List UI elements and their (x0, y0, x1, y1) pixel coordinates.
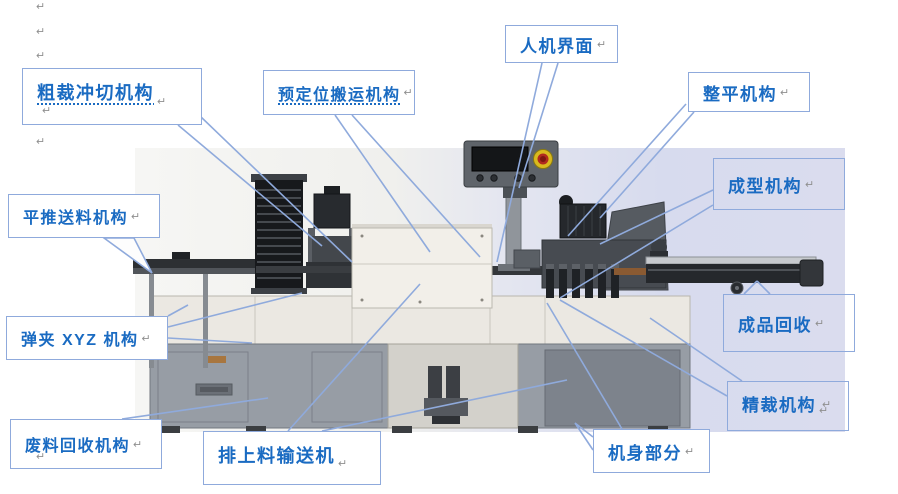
paragraph-mark: ↵ (36, 1, 46, 13)
paragraph-mark: ↵ (822, 399, 832, 411)
callout-flat-push-feeder[interactable]: 平推送料机构↵ (8, 194, 160, 238)
callout-machine-body[interactable]: 机身部分↵ (593, 429, 710, 473)
callout-label: 精裁机构 (742, 396, 816, 415)
paragraph-mark: ↵ (780, 86, 790, 99)
callout-label: 弹夹 XYZ 机构 (21, 332, 139, 349)
callout-label: 平推送料机构 (23, 210, 129, 227)
callout-forming[interactable]: 成型机构↵ (713, 158, 845, 210)
callout-label: 排上料输送机 (218, 446, 335, 466)
callout-label: 整平机构 (703, 84, 777, 104)
paragraph-mark: ↵ (685, 445, 695, 458)
paragraph-mark: ↵ (597, 38, 607, 51)
paragraph-mark: ↵ (133, 438, 143, 451)
paragraph-mark: ↵ (36, 50, 46, 62)
callout-label: 粗裁冲切机构 (37, 83, 154, 103)
paragraph-mark: ↵ (131, 210, 141, 223)
paragraph-mark: ↵ (819, 405, 829, 417)
callout-label: 成型机构 (728, 176, 802, 196)
callout-label: 成品回收 (738, 315, 812, 335)
callout-hmi[interactable]: 人机界面↵ (505, 25, 618, 63)
callout-waste-recycle[interactable]: 废料回收机构↵ (10, 419, 162, 469)
callout-label: 预定位搬运机构 (278, 86, 401, 104)
paragraph-mark: ↵ (805, 178, 815, 191)
callout-fine-cut[interactable]: 精裁机构↵ (727, 381, 849, 431)
paragraph-mark: ↵ (36, 26, 46, 38)
callout-label: 人机界面 (520, 36, 594, 56)
callout-label: 废料回收机构 (25, 438, 131, 455)
callout-row-feeding-conveyor[interactable]: 排上料输送机↵ (203, 431, 381, 485)
paragraph-mark: ↵ (815, 317, 825, 330)
paragraph-mark: ↵ (403, 87, 413, 99)
callout-leveling[interactable]: 整平机构↵ (688, 72, 810, 112)
callout-rough-cut-punch[interactable]: 粗裁冲切机构↵ (22, 68, 202, 125)
callout-finished-product-recycle[interactable]: 成品回收↵ (723, 294, 855, 352)
paragraph-mark: ↵ (338, 457, 348, 470)
paragraph-mark: ↵ (36, 451, 46, 463)
paragraph-mark: ↵ (141, 332, 151, 345)
paragraph-mark: ↵ (36, 136, 46, 148)
paragraph-mark: ↵ (157, 96, 167, 108)
callout-clip-xyz[interactable]: 弹夹 XYZ 机构↵ (6, 316, 168, 360)
callout-pre-position-transfer[interactable]: 预定位搬运机构↵ (263, 70, 415, 115)
paragraph-mark: ↵ (42, 105, 52, 117)
callout-label: 机身部分 (608, 443, 682, 463)
